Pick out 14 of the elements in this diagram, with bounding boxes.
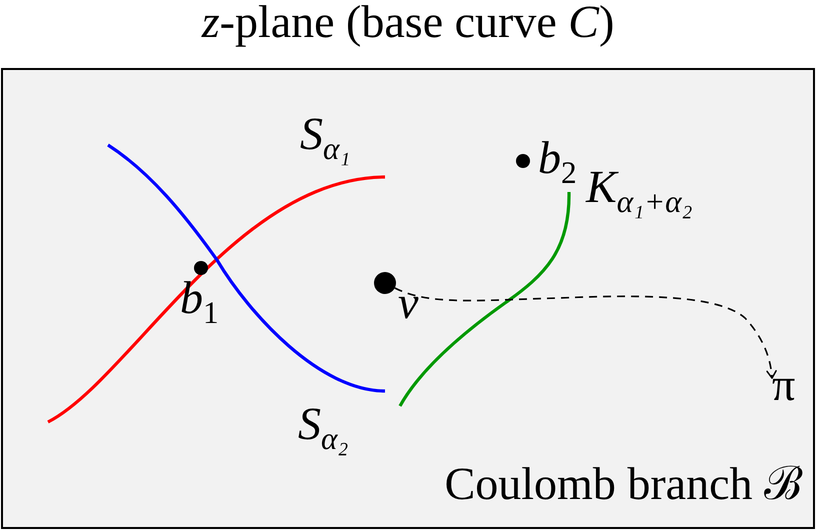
curve-label: S$_{α₂}$ <box>298 401 350 453</box>
point-dot <box>374 272 396 294</box>
title: z-plane (base curve C) <box>202 0 614 45</box>
point-label: b$_{1}$ <box>180 275 219 321</box>
point-dot <box>194 261 208 275</box>
region-panel <box>1 68 815 529</box>
point-label: b$_{2}$ <box>538 135 577 181</box>
region-label: Coulomb branch ℬ <box>444 461 803 507</box>
dashed-arrow <box>394 287 777 379</box>
curve-label: K$_{α₁+α₂}$ <box>586 164 694 216</box>
point-label: v <box>398 280 418 326</box>
symbol-label: π <box>772 362 796 408</box>
curve-label: S$_{α₁}$ <box>300 111 352 163</box>
point-dot <box>516 154 530 168</box>
